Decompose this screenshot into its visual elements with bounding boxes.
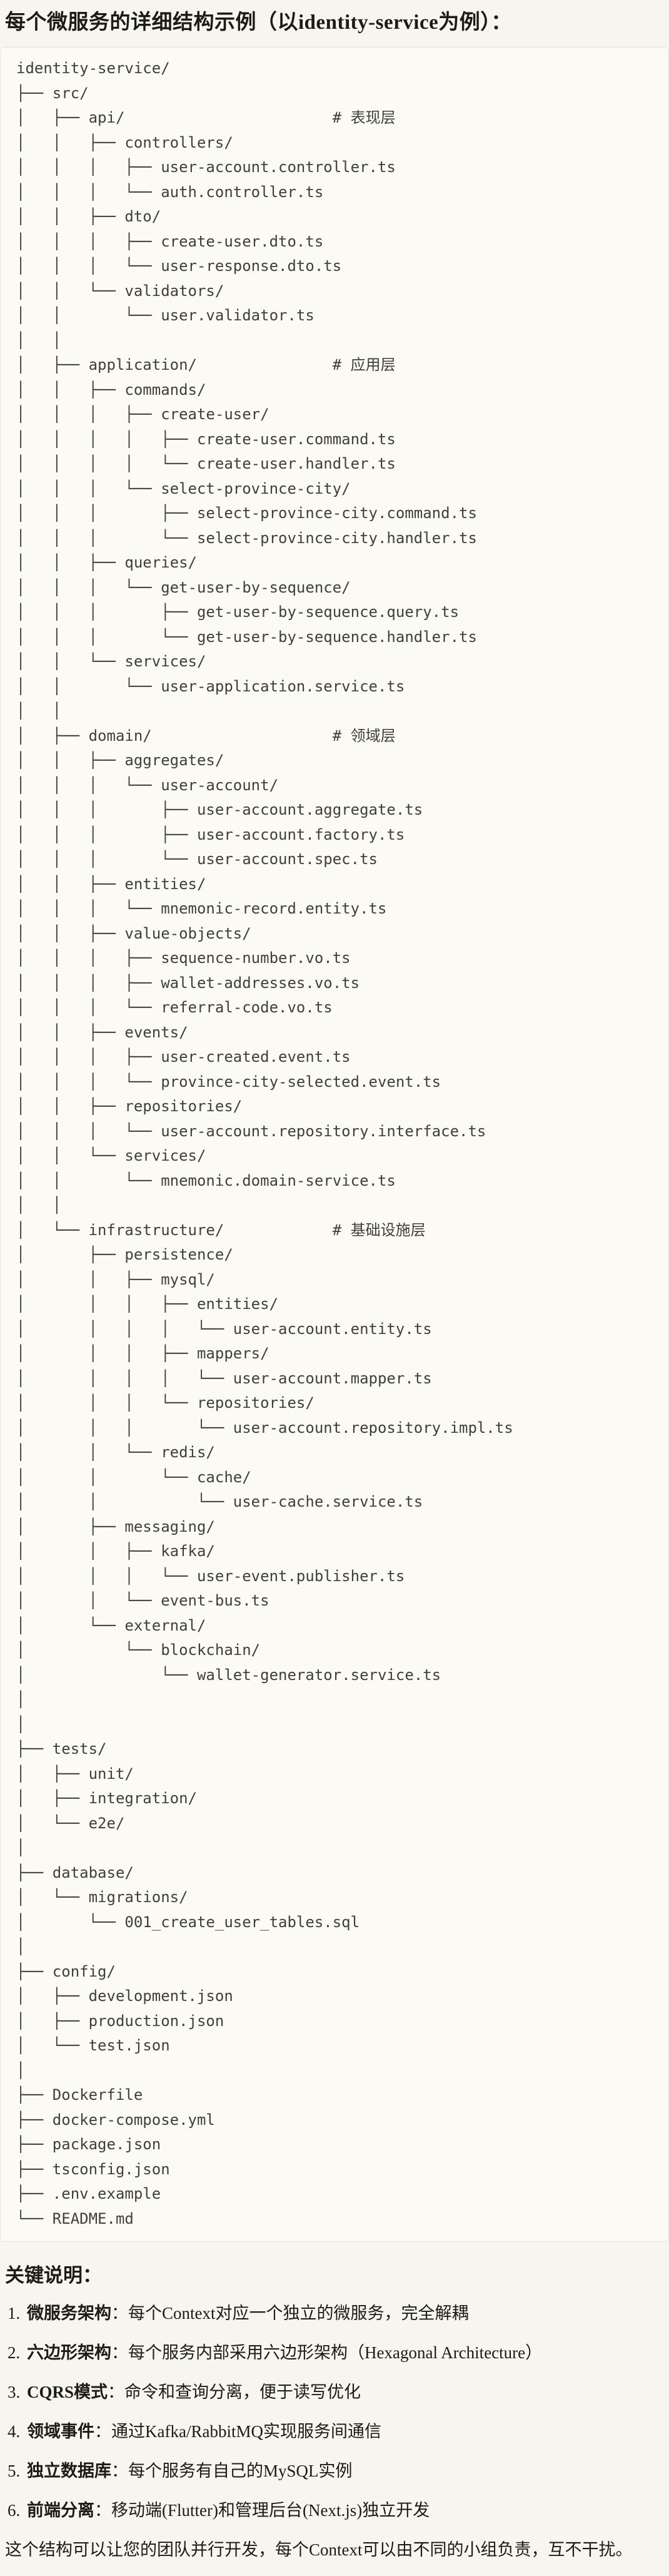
note-desc: ：移动端(Flutter)和管理后台(Next.js)独立开发 [94,2501,430,2520]
note-term: 领域事件 [27,2422,94,2441]
note-number: 1. [8,2304,21,2323]
note-desc: ：每个服务有自己的MySQL实例 [111,2461,353,2480]
note-desc: ：通过Kafka/RabbitMQ实现服务间通信 [94,2422,381,2441]
note-number: 6. [8,2501,21,2520]
note-number: 3. [8,2383,21,2401]
notes-list: 1. 微服务架构：每个Context对应一个独立的微服务，完全解耦 2. 六边形架构… [0,2301,669,2522]
note-item-6: 6. 前端分离：移动端(Flutter)和管理后台(Next.js)独立开发 [8,2498,669,2522]
closing-paragraph: 这个结构可以让您的团队并行开发，每个Context可以由不同的小组负责，互不干扰… [5,2540,633,2559]
note-desc: ：命令和查询分离，便于读写优化 [108,2383,361,2401]
directory-tree-block: identity-service/ ├── src/ │ ├── api/ # … [0,47,669,2242]
note-desc: ：每个Context对应一个独立的微服务，完全解耦 [111,2304,469,2323]
note-desc: ：每个服务内部采用六边形架构（Hexagonal Architecture） [111,2343,543,2362]
page-title: 每个微服务的详细结构示例（以identity-service为例）： [5,11,512,34]
note-term: 微服务架构 [27,2304,111,2323]
note-term: CQRS模式 [27,2383,108,2401]
note-term: 六边形架构 [27,2343,111,2362]
note-number: 4. [8,2422,21,2441]
note-term: 前端分离 [27,2501,94,2520]
note-number: 5. [8,2461,21,2480]
note-item-2: 2. 六边形架构：每个服务内部采用六边形架构（Hexagonal Architec… [8,2341,669,2365]
note-term: 独立数据库 [27,2461,111,2480]
directory-tree: identity-service/ ├── src/ │ ├── api/ # … [16,59,513,2227]
note-number: 2. [8,2343,21,2362]
note-item-4: 4. 领域事件：通过Kafka/RabbitMQ实现服务间通信 [8,2420,669,2443]
note-item-1: 1. 微服务架构：每个Context对应一个独立的微服务，完全解耦 [8,2301,669,2325]
note-item-3: 3. CQRS模式：命令和查询分离，便于读写优化 [8,2380,669,2404]
notes-heading: 关键说明： [5,2264,102,2286]
note-item-5: 5. 独立数据库：每个服务有自己的MySQL实例 [8,2459,669,2483]
